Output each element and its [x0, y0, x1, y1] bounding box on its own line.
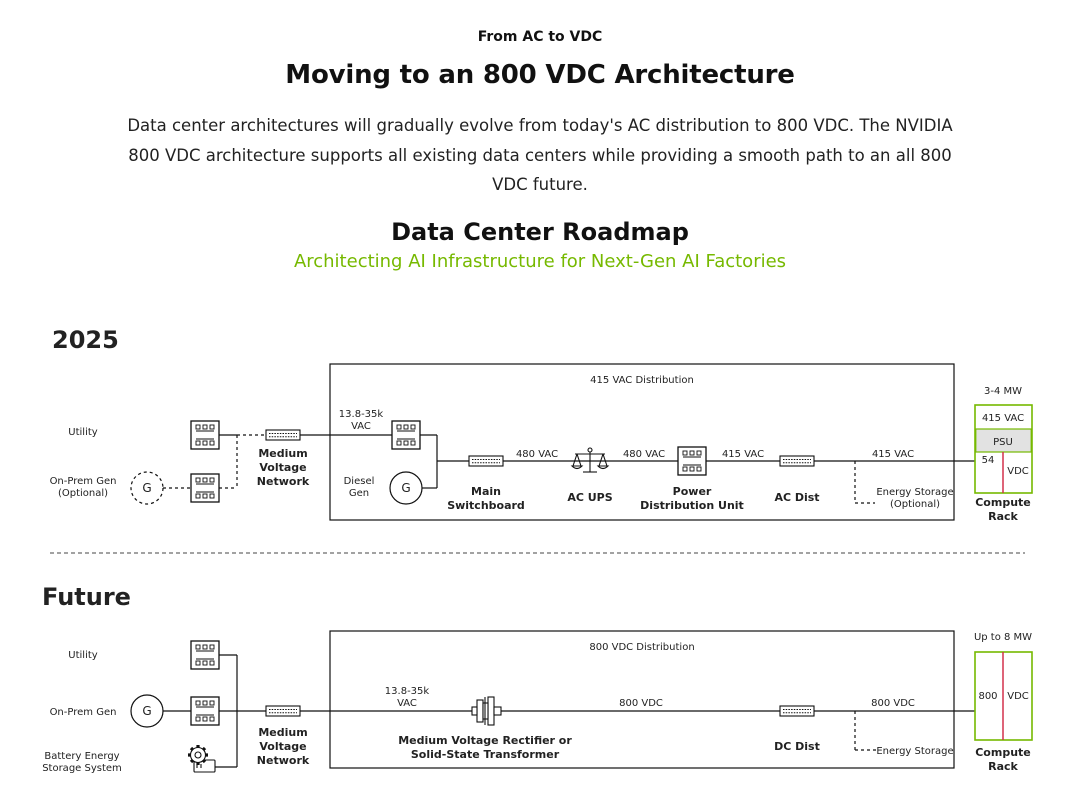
ac-dist-panel-icon — [779, 455, 815, 467]
dc-dist-panel-icon — [779, 705, 815, 717]
year-2025-label: 2025 — [52, 326, 119, 354]
diesel-generator-symbol: G — [401, 481, 410, 495]
energy-storage-label-future: Energy Storage — [876, 746, 953, 757]
mv-network-label-3-2025: Network — [257, 475, 310, 488]
mv-input-voltage-label-1-future: 13.8-35k — [385, 686, 430, 697]
energy-storage-label-2025: Energy Storage — [876, 487, 953, 498]
voltage-800-label-b: 800 VDC — [871, 698, 915, 709]
main-switchboard-label-1: Main — [471, 485, 501, 498]
mv-network-label-2-2025: Voltage — [259, 461, 306, 474]
row-2025: 2025 415 VAC Distribution Utility On-Pre… — [50, 326, 1033, 523]
mv-rectifier-icon — [471, 696, 502, 726]
battery-storage-label-1: Battery Energy — [44, 751, 119, 762]
onprem-generator-symbol-2025: G — [142, 481, 151, 495]
onprem-gen-label-future: On-Prem Gen — [50, 707, 117, 718]
onprem-breaker-icon-2025 — [190, 473, 220, 503]
energy-storage-optional-label-2025: (Optional) — [890, 499, 940, 510]
mv-input-voltage-label-2-future: VAC — [397, 698, 417, 709]
pdu-icon — [677, 446, 707, 476]
diesel-generator-icon — [389, 471, 423, 505]
eyebrow-label: From AC to VDC — [477, 29, 603, 45]
distribution-box-label-future: 800 VDC Distribution — [589, 642, 694, 653]
compute-rack-label-1-2025: Compute — [975, 496, 1031, 509]
page-title: Moving to an 800 VDC Architecture — [285, 60, 795, 90]
mv-network-panel-icon-2025 — [265, 429, 301, 441]
voltage-480-label-b: 480 VAC — [623, 449, 665, 460]
rack-psu-label: PSU — [993, 437, 1013, 448]
diesel-gen-label-1: Diesel — [344, 476, 375, 487]
mv-network-panel-icon-future — [265, 705, 301, 717]
mv-rectifier-label-2: Solid-State Transformer — [411, 748, 560, 761]
roadmap-subtitle: Architecting AI Infrastructure for Next-… — [293, 251, 787, 272]
voltage-415-label-a: 415 VAC — [722, 449, 764, 460]
rack-800-label: 800 — [978, 691, 997, 702]
main-switchboard-label-2: Switchboard — [447, 499, 525, 512]
mv-input-voltage-label-1-2025: 13.8-35k — [339, 409, 384, 420]
mv-network-label-1-future: Medium — [258, 726, 307, 739]
rack-54-label: 54 — [982, 455, 995, 466]
compute-rack-icon-2025 — [974, 404, 1033, 494]
ac-ups-icon — [570, 447, 610, 473]
ac-ups-label: AC UPS — [567, 491, 612, 504]
mv-input-voltage-label-2-2025: VAC — [351, 421, 371, 432]
year-future-label: Future — [42, 583, 131, 611]
distribution-box-2025 — [329, 363, 955, 521]
ac-dist-label: AC Dist — [774, 491, 819, 504]
distribution-box-label-2025: 415 VAC Distribution — [590, 375, 694, 386]
compute-rack-label-1-future: Compute — [975, 746, 1031, 759]
compute-rack-label-2-2025: Rack — [988, 510, 1018, 523]
voltage-480-label-a: 480 VAC — [516, 449, 558, 460]
wiring-future — [163, 654, 975, 768]
battery-gear-icon — [188, 745, 216, 773]
onprem-gen-label-2025: On-Prem Gen — [50, 476, 117, 487]
onprem-generator-icon-future — [130, 694, 164, 728]
mv-network-label-1-2025: Medium — [258, 447, 307, 460]
compute-rack-icon-future — [974, 651, 1033, 741]
voltage-800-label-a: 800 VDC — [619, 698, 663, 709]
utility-breaker-icon-future — [190, 640, 220, 670]
roadmap-title: Data Center Roadmap — [391, 218, 689, 246]
dc-dist-label: DC Dist — [774, 740, 820, 753]
utility-breaker-icon-2025 — [190, 420, 220, 450]
onprem-generator-icon-2025 — [130, 471, 164, 505]
pdu-label-2: Distribution Unit — [640, 499, 744, 512]
diesel-gen-label-2: Gen — [349, 488, 369, 499]
intro-paragraph: Data center architectures will gradually… — [127, 116, 953, 194]
compute-rack-label-2-future: Rack — [988, 760, 1018, 773]
onprem-generator-symbol-future: G — [142, 704, 151, 718]
mv-network-label-3-future: Network — [257, 754, 310, 767]
mv-network-label-2-future: Voltage — [259, 740, 306, 753]
rack-power-label-2025: 3-4 MW — [984, 386, 1022, 397]
facility-breaker-icon-2025 — [391, 420, 421, 450]
utility-label-future: Utility — [68, 650, 97, 661]
rack-vdc-label-future: VDC — [1007, 691, 1029, 702]
battery-storage-label-2: Storage System — [42, 763, 122, 774]
distribution-box-future — [329, 630, 955, 769]
utility-label-2025: Utility — [68, 427, 97, 438]
main-switchboard-icon — [468, 455, 504, 467]
voltage-415-label-b: 415 VAC — [872, 449, 914, 460]
onprem-gen-optional-label-2025: (Optional) — [58, 488, 108, 499]
row-future: Future 800 VDC Distribution Utility On-P… — [42, 583, 1033, 774]
rack-input-415-label: 415 VAC — [982, 413, 1024, 424]
rack-vdc-label-2025: VDC — [1007, 466, 1029, 477]
pdu-label-1: Power — [673, 485, 712, 498]
onprem-breaker-icon-future — [190, 696, 220, 726]
mv-rectifier-label-1: Medium Voltage Rectifier or — [398, 734, 572, 747]
rack-power-label-future: Up to 8 MW — [974, 632, 1032, 643]
